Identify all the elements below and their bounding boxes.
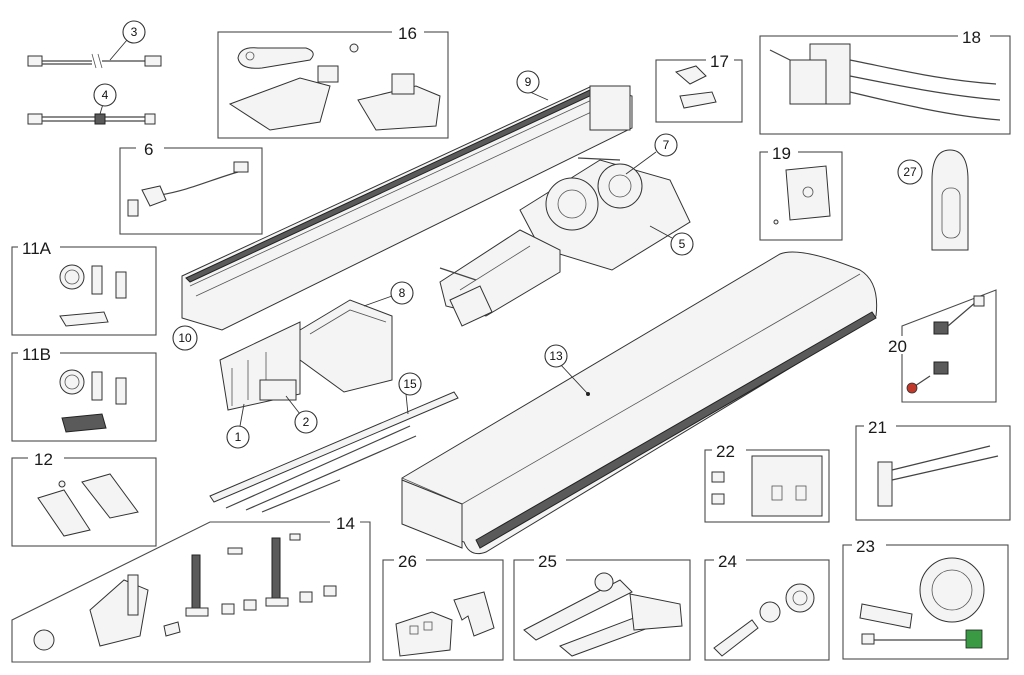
part-22-box: 22 <box>704 442 830 523</box>
callout-2 <box>294 410 318 434</box>
box-25-label: 25 <box>538 552 557 571</box>
part-23-box: 23 <box>842 537 1009 660</box>
callout-1-label: 1 <box>235 430 242 444</box>
box-26-label: 26 <box>398 552 417 571</box>
part-26-box: 26 <box>382 552 504 661</box>
part-11a-box: 11A <box>11 239 157 336</box>
callout-10 <box>172 325 198 351</box>
part-20-box: 20 <box>886 289 997 403</box>
callout-5 <box>670 232 694 256</box>
part-21-box: 21 <box>855 418 1011 521</box>
callout-7-label: 7 <box>663 138 670 152</box>
part-24-box: 24 <box>704 552 830 661</box>
box-22-label: 22 <box>716 442 735 461</box>
box-11a-label: 11A <box>22 239 52 258</box>
callout-8 <box>390 281 414 305</box>
callout-3 <box>122 20 146 44</box>
part-15-rods: 15 <box>209 372 459 513</box>
callout-9-label: 9 <box>525 75 532 89</box>
callout-10-label: 10 <box>178 331 192 345</box>
callout-15-label: 15 <box>403 377 417 391</box>
box-14-label: 14 <box>336 514 355 533</box>
callout-13-label: 13 <box>549 349 563 363</box>
callout-5-label: 5 <box>679 237 686 251</box>
part-6-box: 6 <box>119 140 263 235</box>
part-12-box: 12 <box>11 450 157 547</box>
part-8-control-unit: 8 1 2 <box>219 281 414 449</box>
part-4-harness: 4 <box>27 83 156 125</box>
box-18-label: 18 <box>962 28 981 47</box>
callout-4-label: 4 <box>102 88 109 102</box>
part-9-rail: 9 10 <box>172 70 633 351</box>
callout-1 <box>226 425 250 449</box>
box-16-label: 16 <box>398 24 417 43</box>
callout-8-label: 8 <box>399 286 406 300</box>
callout-27 <box>897 159 923 185</box>
part-11b-box: 11B <box>11 345 157 442</box>
part-27-handle: 27 <box>897 149 969 251</box>
box-12-label: 12 <box>34 450 53 469</box>
box-21-label: 21 <box>868 418 887 437</box>
part-19-box: 19 <box>759 144 843 241</box>
part-3-cable: 3 <box>27 20 162 69</box>
box-6-label: 6 <box>144 140 153 159</box>
part-16-box: 16 <box>217 24 449 139</box>
box-20-label: 20 <box>888 337 907 356</box>
callout-27-label: 27 <box>903 165 917 179</box>
part-5-drive-unit: 7 5 <box>439 133 694 327</box>
callout-15 <box>398 372 422 396</box>
box-23-label: 23 <box>856 537 875 556</box>
box-24-label: 24 <box>718 552 737 571</box>
callout-9 <box>516 70 540 94</box>
box-19-label: 19 <box>772 144 791 163</box>
part-18-box: 18 <box>759 28 1011 135</box>
callout-13 <box>544 344 568 368</box>
callout-3-label: 3 <box>131 25 138 39</box>
box-17-label: 17 <box>710 52 729 71</box>
part-14-box: 14 <box>11 514 371 663</box>
box-11b-label: 11B <box>22 345 51 364</box>
part-13-cover: 13 <box>401 251 878 555</box>
callout-7 <box>654 133 678 157</box>
callout-4 <box>93 83 117 107</box>
part-25-box: 25 <box>513 552 691 661</box>
part-17-box: 17 <box>655 52 743 123</box>
callout-2-label: 2 <box>303 415 310 429</box>
